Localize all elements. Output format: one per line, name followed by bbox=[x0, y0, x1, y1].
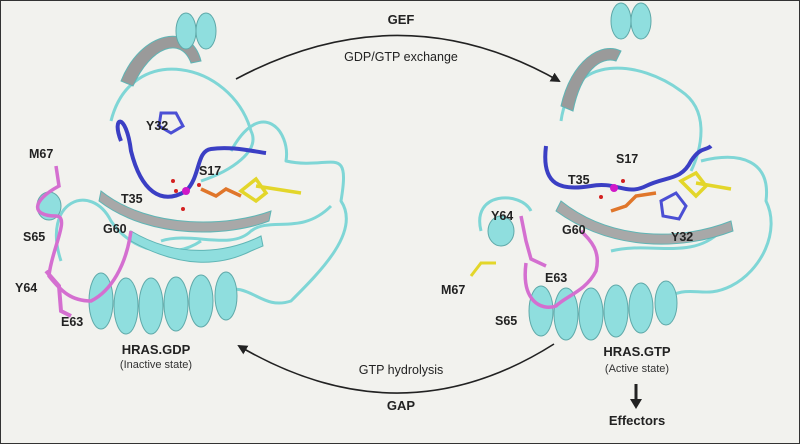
gap-arrow bbox=[237, 343, 555, 394]
active-state-label: (Active state) bbox=[604, 363, 670, 375]
residue-label-y32-active: Y32 bbox=[671, 230, 694, 244]
effectors-arrowhead bbox=[630, 399, 642, 409]
residue-label-t35: T35 bbox=[121, 192, 143, 206]
hras-gdp-structure bbox=[35, 12, 348, 335]
residue-label-y64-active: Y64 bbox=[491, 209, 514, 223]
inactive-state-label: (Inactive state) bbox=[119, 359, 193, 371]
hras-gtp-title: HRAS.GTP bbox=[603, 344, 671, 359]
hras-gtp-structure bbox=[469, 2, 773, 341]
residue-label-s65: S65 bbox=[23, 230, 46, 244]
residue-label-s17-active: S17 bbox=[616, 152, 639, 166]
gdp-gtp-exchange-label: GDP/GTP exchange bbox=[344, 50, 458, 64]
effectors-label: Effectors bbox=[608, 413, 666, 428]
residue-label-e63: E63 bbox=[61, 315, 84, 329]
residue-label-t35-active: T35 bbox=[568, 173, 590, 187]
residue-label-y32: Y32 bbox=[146, 119, 169, 133]
gef-label: GEF bbox=[387, 12, 415, 27]
residue-label-m67-active: M67 bbox=[441, 283, 466, 297]
residue-label-s17: S17 bbox=[199, 164, 222, 178]
residue-label-s65-active: S65 bbox=[495, 314, 518, 328]
hras-gdp-title: HRAS.GDP bbox=[121, 342, 191, 357]
gtp-hydrolysis-label: GTP hydrolysis bbox=[358, 363, 444, 377]
residue-label-g60-active: G60 bbox=[562, 223, 586, 237]
gef-arrow bbox=[235, 34, 561, 82]
residue-label-m67: M67 bbox=[29, 147, 54, 161]
residue-label-g60: G60 bbox=[103, 222, 127, 236]
residue-label-y64: Y64 bbox=[15, 281, 38, 295]
gap-label: GAP bbox=[386, 398, 416, 413]
residue-label-e63-active: E63 bbox=[545, 271, 568, 285]
